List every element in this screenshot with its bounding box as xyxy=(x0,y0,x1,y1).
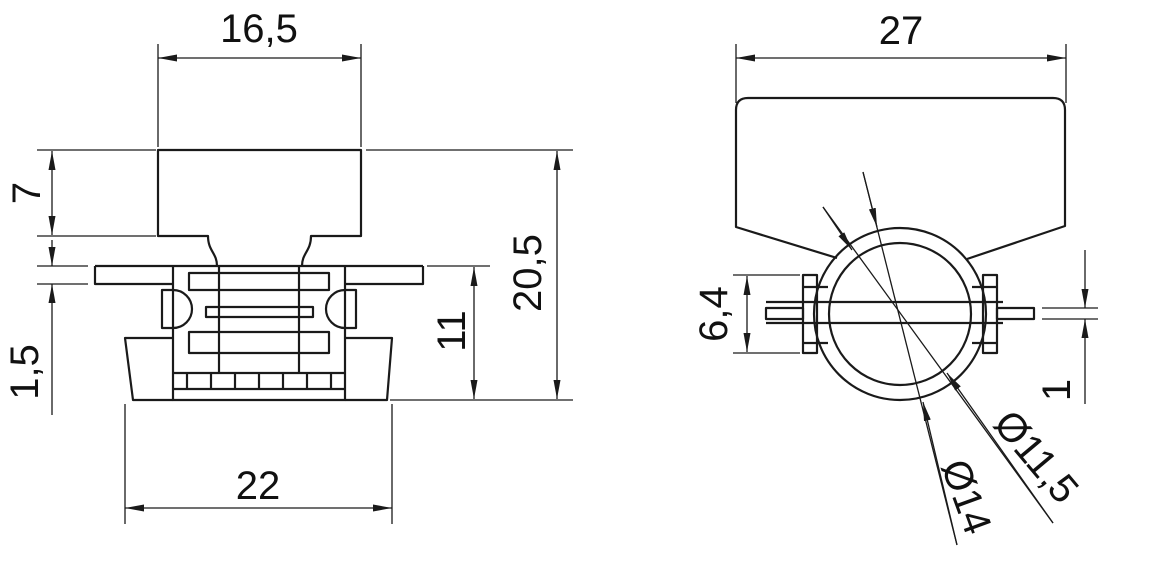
dim-inner-diameter-label: Ø11,5 xyxy=(985,402,1087,511)
body-outline xyxy=(171,266,347,402)
dim-body-height-label: 11 xyxy=(430,310,474,352)
inner-ring-circle xyxy=(827,241,973,387)
dim-base-width-extensions xyxy=(124,404,393,524)
head-outline xyxy=(734,96,1067,261)
dim-terminal-thickness-extensions xyxy=(1042,307,1098,320)
dim-cap-height-label: 7 xyxy=(5,182,49,204)
side-clips xyxy=(160,288,358,330)
dim-terminal-thickness: 1 xyxy=(1035,250,1098,404)
dim-base-width: 22 xyxy=(124,404,393,524)
terminal-comb xyxy=(173,371,345,391)
internal-bars xyxy=(187,271,331,355)
dim-terminal-thickness-label: 1 xyxy=(1035,379,1079,401)
dim-inner-diameter-arrow-bottom xyxy=(946,372,1054,524)
side-tab-left xyxy=(801,273,828,355)
dim-cap-width-label: 16,5 xyxy=(220,7,298,51)
dim-head-width: 27 xyxy=(735,9,1067,103)
side-view-dimensions: 16,5 7 1,5 20,5 11 22 xyxy=(3,7,573,524)
outer-ring-circle xyxy=(812,226,988,402)
dim-outer-diameter-leader xyxy=(862,171,958,546)
dim-cap-width-extensions xyxy=(157,44,362,147)
front-view-dimensions: 27 6,4 1 Ø14 Ø11,5 xyxy=(692,9,1098,546)
dim-overall-height: 20,5 xyxy=(390,151,573,401)
dim-flange-thickness-label: 1,5 xyxy=(3,344,47,400)
front-face-view xyxy=(734,96,1067,402)
dim-outer-diameter: Ø14 xyxy=(862,171,1000,546)
dim-collar-height-extensions xyxy=(733,274,800,354)
dim-cap-height: 7 xyxy=(5,149,573,237)
dim-inner-diameter-leader xyxy=(822,206,1054,524)
dim-collar-height-label: 6,4 xyxy=(692,286,736,342)
dim-overall-height-label: 20,5 xyxy=(506,234,550,312)
dim-flange-thickness: 1,5 xyxy=(3,240,88,415)
dim-inner-diameter-arrow-top xyxy=(822,206,853,251)
side-profile-view xyxy=(93,148,425,402)
cap-and-neck-outline xyxy=(156,148,363,267)
dim-head-width-extensions xyxy=(735,44,1067,103)
dim-body-height: 11 xyxy=(427,265,490,399)
side-tab-right xyxy=(972,273,999,355)
dim-outer-diameter-arrow-top xyxy=(862,171,878,228)
dim-collar-height: 6,4 xyxy=(692,274,800,354)
dim-outer-diameter-arrow-bottom xyxy=(922,401,958,546)
mounting-skirt xyxy=(123,336,394,402)
dim-cap-width: 16,5 xyxy=(157,7,362,147)
plunger-column xyxy=(217,266,301,373)
terminal-pin-right xyxy=(995,306,1036,321)
dim-head-width-label: 27 xyxy=(879,9,924,53)
flange-wings xyxy=(93,266,425,286)
dim-base-width-label: 22 xyxy=(236,464,281,508)
dim-flange-thickness-extensions xyxy=(37,265,88,285)
dim-cap-height-extensions xyxy=(37,149,573,237)
cross-bar xyxy=(766,300,1003,325)
dim-outer-diameter-label: Ø14 xyxy=(932,454,999,540)
terminal-pin-left xyxy=(764,306,805,321)
